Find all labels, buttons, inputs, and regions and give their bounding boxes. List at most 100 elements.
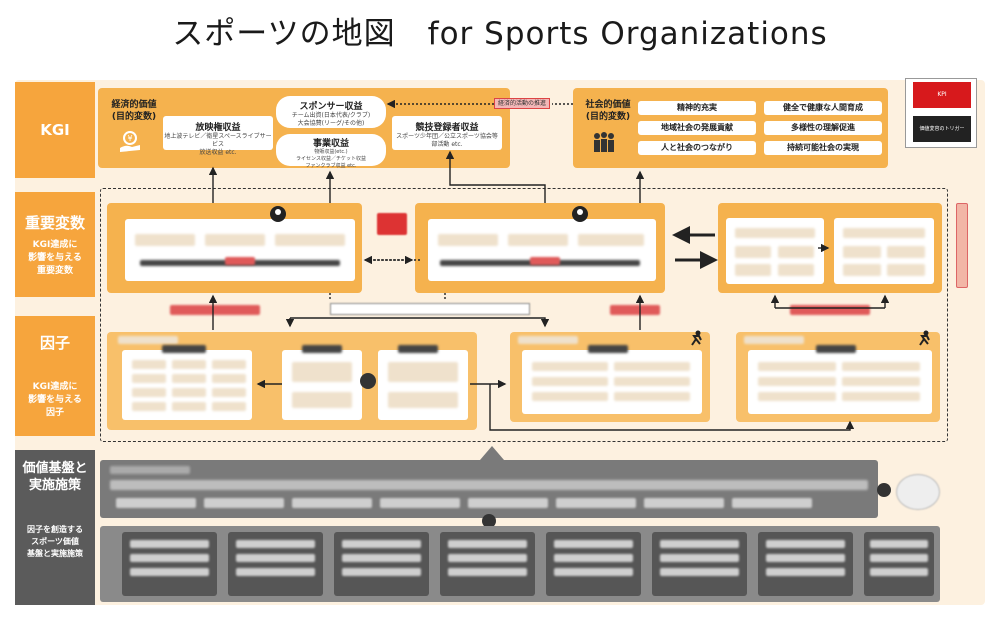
business-revenue-box: 事業収益 物販収益(etc.) ライセンス収益／チケット収益 ファンクラブ収益 … <box>276 134 386 169</box>
blur-cell <box>843 264 881 276</box>
band-base-sub: 因子を創造する スポーツ価値 基盤と実施施策 <box>27 525 83 558</box>
band-kgi-label: KGI <box>40 121 70 139</box>
factor-card-1b <box>282 350 362 420</box>
blur-cell <box>292 392 352 408</box>
blur-cell <box>448 568 527 576</box>
blur-cell <box>132 388 166 397</box>
band-factors-label: 因子 <box>39 334 70 352</box>
blur-cell <box>554 568 633 576</box>
blur-cell <box>172 360 206 369</box>
band-key-variables: 重要変数 KGI達成に 影響を与える 重要変数 <box>15 192 95 297</box>
band-base: 価値基盤と 実施施策 因子を創造する スポーツ価値 基盤と実施施策 <box>15 450 95 605</box>
blur-cell <box>870 540 928 548</box>
blur-cell <box>842 377 920 386</box>
blur-header <box>588 345 628 353</box>
blur-cell <box>735 264 771 276</box>
blur-cell <box>132 360 166 369</box>
blur-cell <box>342 540 421 548</box>
blur-header <box>118 336 178 344</box>
blur-cell <box>448 540 527 548</box>
blur-cell <box>554 554 633 562</box>
blur-cell <box>508 234 568 246</box>
blur-cell <box>212 388 246 397</box>
key-var-card-2 <box>428 219 656 281</box>
page-title: スポーツの地図 for Sports Organizations <box>172 16 828 52</box>
side-kpi-bar <box>956 203 968 288</box>
blur-cell <box>887 264 925 276</box>
band-base-label: 価値基盤と 実施施策 <box>22 461 88 493</box>
business-revenue-note: 物販収益(etc.) ライセンス収益／チケット収益 ファンクラブ収益 etc. <box>296 149 366 169</box>
blur-cell <box>388 392 458 408</box>
band-factors-sub: KGI達成に 影響を与える 因子 <box>28 382 82 418</box>
blur-label <box>330 303 530 315</box>
blur-cell <box>870 554 928 562</box>
blur-cell <box>843 228 925 238</box>
trigger-dot <box>360 373 376 389</box>
broadcast-revenue-box: 放映権収益 地上波テレビ／衛星スペースライブサービス 放送収益 etc. <box>163 116 273 156</box>
blur-cell <box>614 362 690 371</box>
kpi-tag <box>790 305 870 315</box>
blur-cell <box>556 498 636 508</box>
social-item-5: 人と社会のつながり <box>638 141 756 155</box>
blur-cell <box>292 362 352 382</box>
blur-cell <box>292 498 372 508</box>
blur-cell <box>448 554 527 562</box>
blur-cell <box>116 498 196 508</box>
person-icon <box>270 206 286 222</box>
blur-cell <box>130 568 209 576</box>
blur-cell <box>758 392 836 401</box>
blur-cell <box>130 540 209 548</box>
blur-cell <box>130 554 209 562</box>
key-var-card-1 <box>125 219 355 281</box>
blur-cell <box>660 554 739 562</box>
blur-header <box>162 345 206 353</box>
blur-cell <box>380 498 460 508</box>
kpi-tag <box>170 305 260 315</box>
blur-cell <box>212 402 246 411</box>
blur-cell <box>660 540 739 548</box>
economic-activity-tag: 経済的活動の推進 <box>494 98 550 109</box>
kpi-tag <box>530 257 560 265</box>
blur-cell <box>766 540 845 548</box>
blur-cell <box>172 388 206 397</box>
blur-badge <box>896 474 940 510</box>
blur-cell <box>205 234 265 246</box>
blur-cell <box>732 498 812 508</box>
blur-cell <box>554 540 633 548</box>
blur-cell <box>172 402 206 411</box>
kpi-tag <box>225 257 255 265</box>
blur-cell <box>578 234 644 246</box>
blur-cell <box>236 568 315 576</box>
blur-cell <box>887 246 925 258</box>
competitor-revenue-box: 競技登録者収益 スポーツ少年団／公立スポーツ協会等 部活動 etc. <box>392 116 502 150</box>
blur-cell <box>758 377 836 386</box>
blur-cell <box>275 234 345 246</box>
blur-cell <box>532 377 608 386</box>
sponsor-revenue-note: チーム出資(日本代表/クラブ) 大会協賛(リーグ/その他) <box>291 112 371 127</box>
trigger-dot <box>877 483 891 497</box>
blur-cell <box>660 568 739 576</box>
social-item-4: 多様性の理解促進 <box>764 121 882 135</box>
runner-icon <box>916 330 932 346</box>
blur-cell <box>438 234 498 246</box>
people-icon <box>590 130 618 154</box>
band-key-variables-sub: KGI達成に 影響を与える 重要変数 <box>28 239 82 276</box>
kpi-tag <box>610 305 660 315</box>
social-item-6: 持続可能社会の実現 <box>764 141 882 155</box>
blur-header <box>816 345 856 353</box>
sponsor-revenue-box: スポンサー収益 チーム出資(日本代表/クラブ) 大会協賛(リーグ/その他) <box>276 96 386 128</box>
blur-cell <box>735 228 815 238</box>
blur-cell <box>342 554 421 562</box>
economic-value-title: 経済的価値 (目的変数) <box>111 100 157 122</box>
blur-cell <box>532 362 608 371</box>
band-factors: 因子 KGI達成に 影響を与える 因子 <box>15 316 95 436</box>
blur-cell <box>236 554 315 562</box>
broadcast-revenue-label: 放映権収益 <box>195 123 241 133</box>
social-item-1: 精神的充実 <box>638 101 756 115</box>
blur-header <box>302 345 342 353</box>
trigger-dot <box>482 514 496 528</box>
blur-cell <box>132 402 166 411</box>
broadcast-revenue-note: 地上波テレビ／衛星スペースライブサービス 放送収益 etc. <box>164 133 272 156</box>
blur-cell <box>644 498 724 508</box>
competitor-revenue-label: 競技登録者収益 <box>415 123 479 133</box>
